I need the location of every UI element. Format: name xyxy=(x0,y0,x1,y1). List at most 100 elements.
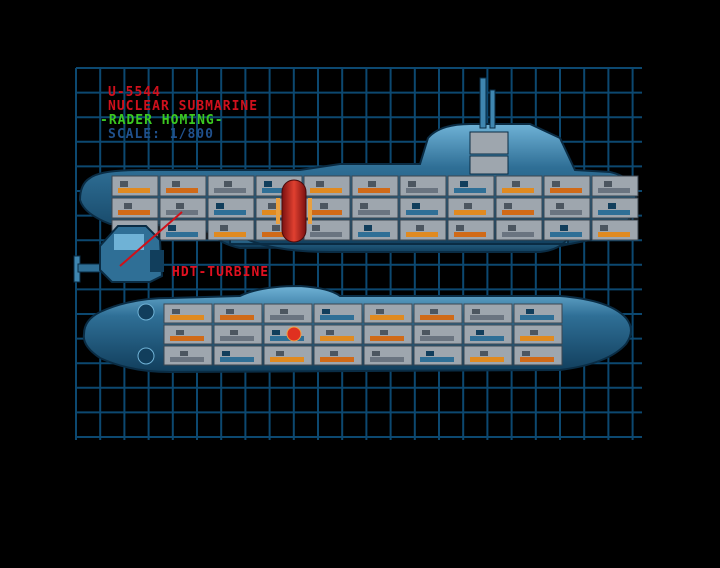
room-equipment xyxy=(124,203,132,209)
room-equipment xyxy=(320,336,354,341)
room-equipment xyxy=(504,203,512,209)
room-equipment xyxy=(426,351,434,356)
room-cell xyxy=(413,324,463,345)
room-cell xyxy=(513,345,563,366)
room-equipment xyxy=(310,232,342,237)
room-cell xyxy=(463,324,513,345)
weapon-system: -RADER HOMING- xyxy=(100,113,224,128)
room-equipment xyxy=(470,315,504,320)
room-equipment xyxy=(320,203,328,209)
room-equipment xyxy=(120,181,128,187)
room-equipment xyxy=(312,225,320,231)
room-equipment xyxy=(360,203,368,209)
room-equipment xyxy=(370,357,404,362)
room-equipment xyxy=(358,210,390,215)
submarine-side-view xyxy=(73,77,639,283)
room-cell xyxy=(463,303,513,324)
room-equipment xyxy=(550,188,582,193)
room-equipment xyxy=(476,330,484,335)
room-equipment xyxy=(372,351,380,356)
room-equipment xyxy=(214,232,246,237)
room-equipment xyxy=(480,351,488,356)
room-equipment xyxy=(530,330,538,335)
room-equipment xyxy=(214,210,246,215)
room-equipment xyxy=(326,330,334,335)
room-equipment xyxy=(508,225,516,231)
room-equipment xyxy=(376,309,384,314)
room-equipment xyxy=(166,232,198,237)
room-equipment xyxy=(608,203,616,209)
room-equipment xyxy=(222,351,230,356)
room-equipment xyxy=(598,232,630,237)
room-equipment xyxy=(220,315,254,320)
room-equipment xyxy=(420,336,454,341)
room-equipment xyxy=(170,315,204,320)
room-equipment xyxy=(600,225,608,231)
room-equipment xyxy=(272,225,280,231)
room-equipment xyxy=(322,309,330,314)
room-equipment xyxy=(430,309,438,314)
room-equipment xyxy=(262,232,294,237)
top-room-grid xyxy=(163,303,563,366)
room-equipment xyxy=(454,232,486,237)
room-cell xyxy=(213,303,263,324)
room-equipment xyxy=(406,232,438,237)
room-equipment xyxy=(364,225,372,231)
room-cell xyxy=(163,324,213,345)
room-equipment xyxy=(320,315,354,320)
room-equipment xyxy=(520,315,554,320)
room-equipment xyxy=(170,357,204,362)
room-equipment xyxy=(320,357,354,362)
room-equipment xyxy=(460,181,468,187)
room-cell xyxy=(213,345,263,366)
room-equipment xyxy=(226,309,234,314)
room-equipment xyxy=(416,225,424,231)
room-equipment xyxy=(598,210,630,215)
room-equipment xyxy=(172,181,180,187)
room-cell xyxy=(313,303,363,324)
room-equipment xyxy=(358,232,390,237)
room-equipment xyxy=(422,330,430,335)
periscope-right xyxy=(489,89,496,129)
room-equipment xyxy=(472,309,480,314)
room-cell xyxy=(363,303,413,324)
room-equipment xyxy=(520,336,554,341)
top-porthole-1 xyxy=(137,303,155,321)
room-equipment xyxy=(118,210,150,215)
room-equipment xyxy=(316,181,324,187)
room-equipment xyxy=(224,181,232,187)
room-equipment xyxy=(470,357,504,362)
room-equipment xyxy=(176,203,184,209)
turbine-callout-label: HDT-TURBINE xyxy=(172,265,270,280)
room-equipment xyxy=(270,315,304,320)
room-equipment xyxy=(464,203,472,209)
room-equipment xyxy=(330,351,338,356)
room-equipment xyxy=(170,336,204,341)
room-equipment xyxy=(168,225,176,231)
room-equipment xyxy=(522,351,530,356)
room-equipment xyxy=(118,188,150,193)
room-equipment xyxy=(220,225,228,231)
room-equipment xyxy=(550,210,582,215)
room-equipment xyxy=(502,232,534,237)
room-equipment xyxy=(604,181,612,187)
room-cell xyxy=(363,345,413,366)
room-cell xyxy=(413,345,463,366)
room-equipment xyxy=(412,203,420,209)
room-equipment xyxy=(380,330,388,335)
room-cell xyxy=(263,345,313,366)
room-equipment xyxy=(470,336,504,341)
room-equipment xyxy=(550,232,582,237)
room-equipment xyxy=(230,330,238,335)
room-equipment xyxy=(502,188,534,193)
room-equipment xyxy=(408,181,416,187)
room-equipment xyxy=(454,210,486,215)
submarine-top-view xyxy=(82,284,632,374)
room-equipment xyxy=(270,357,304,362)
room-equipment xyxy=(310,188,342,193)
room-equipment xyxy=(214,188,246,193)
submarine-type: NUCLEAR SUBMARINE xyxy=(108,99,259,114)
room-equipment xyxy=(556,203,564,209)
room-equipment xyxy=(264,181,272,187)
